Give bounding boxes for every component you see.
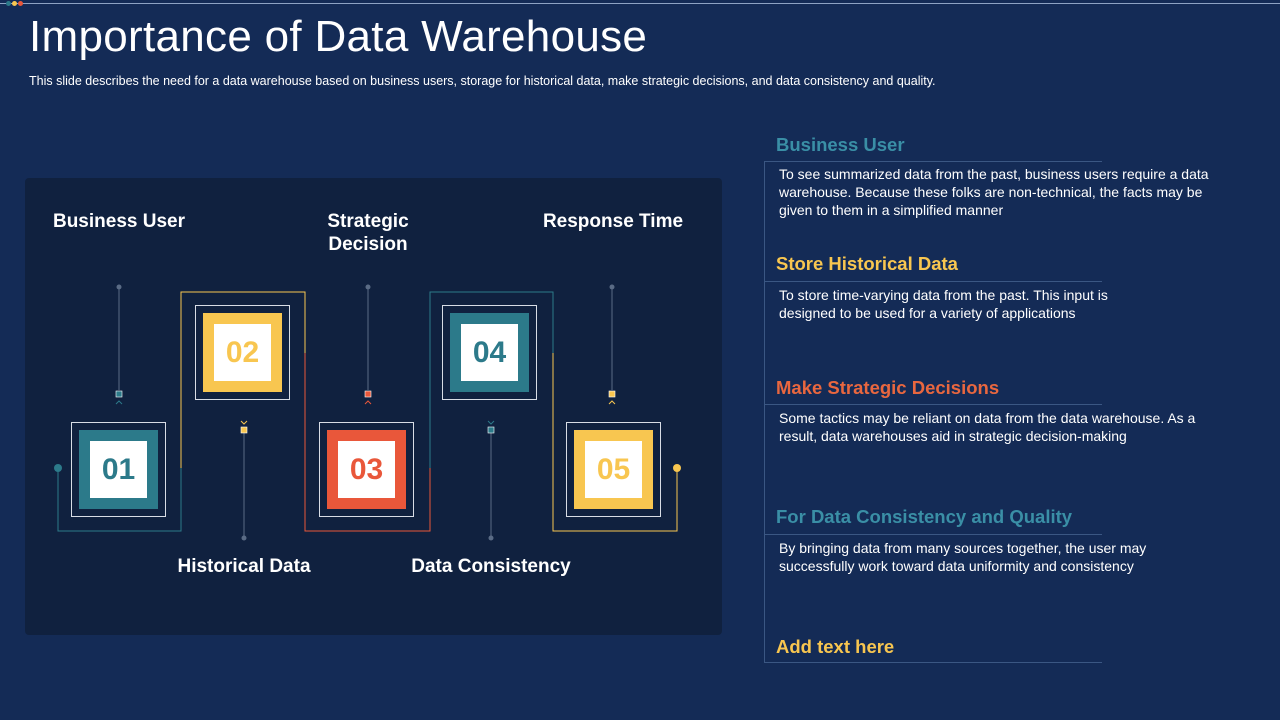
- step-label-business-user: Business User: [52, 211, 185, 232]
- connector-lines: [54, 284, 681, 541]
- step-label-response-time: Response Time: [542, 211, 684, 232]
- section-text-data-consistency: By bringing data from many sources toget…: [779, 540, 1147, 574]
- step-box-05: 05: [566, 422, 661, 517]
- process-diagram-panel: Business User Strategic Decision Respons…: [25, 178, 722, 635]
- section-rule-2: [764, 281, 1102, 282]
- step-box-02: 02: [195, 305, 290, 400]
- top-dot-yellow: [12, 1, 17, 6]
- section-title-strategic-decisions: Make Strategic Decisions: [776, 377, 1000, 398]
- step-box-03: 03: [319, 422, 414, 517]
- slide-subtitle: This slide describes the need for a data…: [29, 74, 936, 88]
- top-dot-teal: [6, 1, 11, 6]
- descriptions-vertical-rule: [764, 161, 765, 662]
- connector-dot-left: [54, 464, 62, 472]
- section-text-historical-data: To store time-varying data from the past…: [779, 287, 1108, 321]
- section-title-add-text: Add text here: [776, 636, 895, 657]
- step-number-04: 04: [461, 324, 518, 381]
- step-label-historical-data: Historical Data: [177, 556, 311, 577]
- connector-step-5: [552, 353, 678, 532]
- section-title-historical-data: Store Historical Data: [776, 253, 958, 274]
- top-rule: [0, 3, 1280, 4]
- step-number-05: 05: [585, 441, 642, 498]
- section-rule-4: [764, 534, 1102, 535]
- section-rule-3: [764, 404, 1102, 405]
- section-rule-5: [764, 662, 1102, 663]
- connector-dot-right: [673, 464, 681, 472]
- section-title-business-user: Business User: [776, 134, 905, 155]
- section-text-business-user: To see summarized data from the past, bu…: [779, 166, 1209, 218]
- step-number-01: 01: [90, 441, 147, 498]
- step-number-03: 03: [338, 441, 395, 498]
- top-dot-orange: [18, 1, 23, 6]
- step-box-01: 01: [71, 422, 166, 517]
- step-label-data-consistency: Data Consistency: [411, 556, 571, 577]
- slide-title: Importance of Data Warehouse: [29, 12, 648, 61]
- section-text-strategic-decisions: Some tactics may be reliant on data from…: [779, 410, 1196, 444]
- step-number-02: 02: [214, 324, 271, 381]
- section-title-data-consistency: For Data Consistency and Quality: [776, 506, 1073, 527]
- step-label-strategic-decision: Strategic Decision: [327, 211, 409, 255]
- step-box-04: 04: [442, 305, 537, 400]
- section-rule-1: [764, 161, 1102, 162]
